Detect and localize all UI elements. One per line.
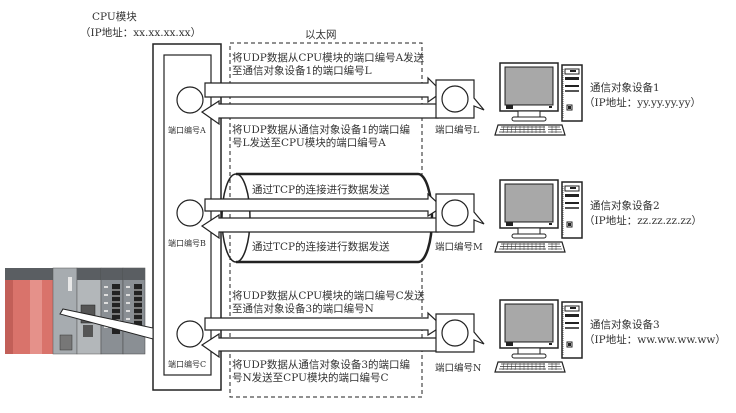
device-3-name: 通信对象设备3 bbox=[590, 319, 660, 331]
recv-desc-1-line1: 将UDP数据从通信对象设备1的端口编 bbox=[232, 124, 411, 136]
computer-icon-1 bbox=[494, 62, 583, 136]
network-label: 以太网 bbox=[305, 29, 337, 41]
cpu-port-b-label: 端口编号B bbox=[168, 239, 206, 248]
remote-port-m-label: 端口编号M bbox=[435, 242, 483, 253]
arrow-recv-2 bbox=[200, 213, 439, 240]
device-2-name: 通信对象设备2 bbox=[590, 200, 660, 212]
recv-desc-2: 通过TCP的连接进行数据发送 bbox=[252, 241, 390, 253]
cpu-port-c-label: 端口编号C bbox=[168, 360, 207, 369]
remote-port-n-label: 端口编号N bbox=[435, 363, 482, 374]
send-desc-3-line1: 将UDP数据从CPU模块的端口编号C发送 bbox=[232, 290, 425, 302]
plc-hardware-image bbox=[5, 267, 154, 355]
remote-port-m bbox=[435, 193, 485, 233]
arrow-send-3 bbox=[204, 311, 443, 337]
send-desc-1-line2: 至通信对象设备1的端口编号L bbox=[232, 65, 372, 77]
arrow-send-1 bbox=[204, 76, 443, 104]
computer-icon-2 bbox=[494, 179, 583, 253]
cpu-port-a-label: 端口编号A bbox=[168, 126, 206, 135]
remote-port-l bbox=[435, 79, 485, 119]
arrow-recv-1 bbox=[200, 99, 439, 126]
recv-desc-3-line2: 号N发送至CPU模块的端口编号C bbox=[232, 372, 389, 384]
recv-desc-3-line1: 将UDP数据从通信对象设备3的端口编 bbox=[232, 359, 411, 371]
cpu-module-ip: （IP地址：xx.xx.xx.xx） bbox=[80, 27, 202, 39]
send-desc-2: 通过TCP的连接进行数据发送 bbox=[252, 184, 390, 196]
remote-port-l-label: 端口编号L bbox=[435, 125, 480, 136]
cpu-port-c bbox=[176, 320, 204, 348]
send-desc-3-line2: 至通信对象设备3的端口编号N bbox=[232, 303, 374, 315]
send-desc-1-line1: 将UDP数据从CPU模块的端口编号A发送 bbox=[232, 52, 425, 64]
device-2-ip: （IP地址：zz.zz.zz.zz） bbox=[584, 215, 702, 227]
cpu-port-b bbox=[176, 199, 204, 227]
device-1-name: 通信对象设备1 bbox=[590, 82, 660, 94]
device-3-ip: （IP地址：ww.ww.ww.ww） bbox=[584, 334, 726, 346]
arrow-recv-3 bbox=[200, 332, 439, 359]
device-1-ip: （IP地址：yy.yy.yy.yy） bbox=[584, 97, 701, 109]
recv-desc-1-line2: 号L发送至CPU模块的端口编号A bbox=[232, 137, 386, 149]
remote-port-n bbox=[435, 313, 485, 353]
arrow-send-2 bbox=[204, 192, 443, 218]
computer-icon-3 bbox=[494, 299, 583, 373]
cpu-module-title: CPU模块 bbox=[92, 11, 137, 23]
